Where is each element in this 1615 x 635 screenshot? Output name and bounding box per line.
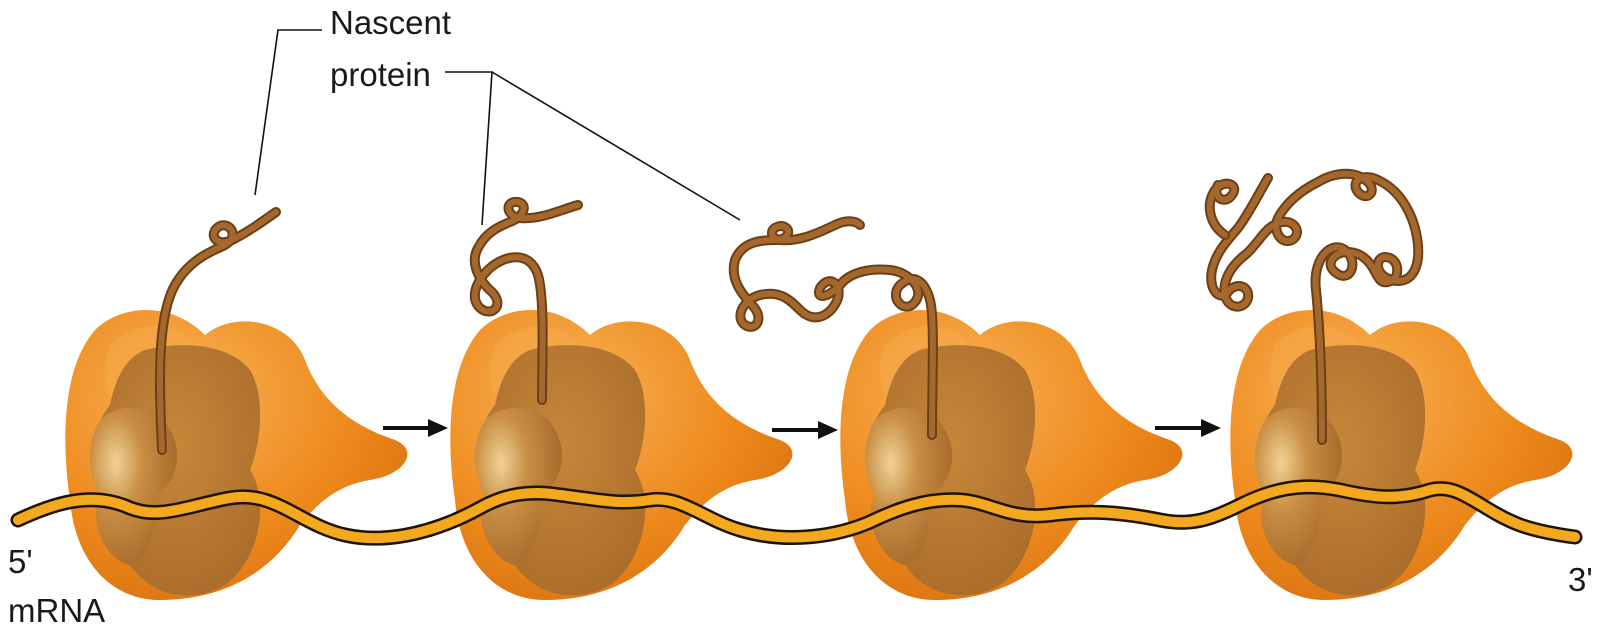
- nascent-protein-chains: [160, 174, 1418, 450]
- nascent-protein-label-line1: Nascent: [330, 6, 451, 39]
- arrow-3: [1155, 419, 1221, 437]
- leader-line-1: [255, 30, 322, 195]
- ribosome-4: [1230, 310, 1572, 600]
- ribosome-1: [65, 310, 407, 600]
- arrow-2: [772, 421, 838, 439]
- leader-lines: [255, 30, 740, 225]
- nascent-protein-label-line2: protein: [330, 58, 431, 91]
- ribosome-3: [840, 310, 1182, 600]
- mrna-label: mRNA: [8, 594, 105, 627]
- arrow-1: [383, 419, 448, 437]
- ribosome-2: [450, 310, 792, 600]
- five-prime-label: 5': [8, 545, 33, 578]
- three-prime-label: 3': [1568, 563, 1593, 596]
- leader-line-2: [445, 72, 492, 225]
- leader-line-3: [492, 72, 740, 220]
